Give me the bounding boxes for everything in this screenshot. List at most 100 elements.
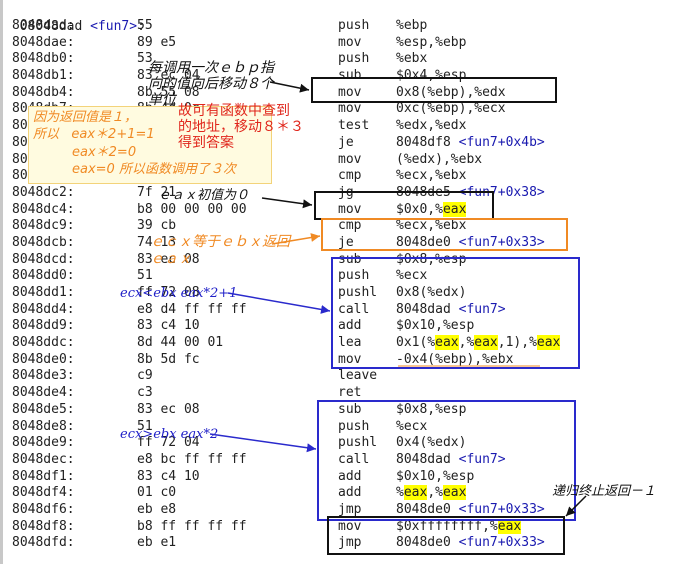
asm-operands: %ecx,%ebx bbox=[396, 218, 466, 235]
asm-address: 8048df4: bbox=[12, 485, 75, 501]
less-branch-box bbox=[331, 257, 580, 369]
asm-address: 8048de4: bbox=[12, 385, 75, 401]
asm-operand-text: $0x0,% bbox=[396, 201, 443, 217]
ebp-arg-box bbox=[311, 77, 557, 103]
asm-mnemonic: sub bbox=[338, 68, 362, 84]
asm-operands: $0x8,%esp bbox=[396, 252, 466, 269]
asm-bytes: 83 ec 04 bbox=[137, 68, 200, 84]
asm-mnemonic: pushl bbox=[338, 435, 378, 451]
asm-operands: %ebx bbox=[396, 51, 427, 68]
asm-address: 8048dfd: bbox=[12, 535, 75, 551]
asm-mnemonic: mov bbox=[338, 201, 362, 217]
asm-operand-text: 8048dad bbox=[396, 451, 451, 467]
asm-operand-text: %ecx bbox=[396, 418, 428, 434]
asm-bytes: eb e8 bbox=[137, 501, 177, 517]
asm-bytes: 83 c4 10 bbox=[137, 318, 200, 334]
asm-address: 8048db4: bbox=[12, 84, 75, 100]
return-note-line3: eax＊2=0 bbox=[72, 145, 137, 160]
asm-operand-text: $0x8,%esp bbox=[396, 251, 467, 267]
asm-operands: 8048dad <fun7> bbox=[396, 302, 506, 319]
asm-mnemonic: leave bbox=[338, 368, 378, 384]
asm-bytes: 55 bbox=[137, 18, 153, 33]
asm-operands: %esp,%ebp bbox=[396, 35, 466, 52]
asm-operand-text: 0x4(%edx) bbox=[396, 435, 467, 451]
asm-mnemonic: push bbox=[338, 51, 370, 67]
asm-operand-text: $0xffffffff,%eax bbox=[396, 518, 522, 534]
ebp-note: 每调用一次ｅｂｐ指 向的值向后移动８个 单位 bbox=[148, 60, 274, 108]
asm-address: 8048de3: bbox=[12, 368, 75, 384]
asm-operand-text: %ecx,%ebx bbox=[396, 168, 467, 184]
asm-operands: 8048de0 <fun7+0x33> bbox=[396, 235, 545, 252]
asm-operand-text: %esp,%ebp bbox=[396, 34, 467, 50]
asm-address: 8048ddc: bbox=[12, 335, 75, 351]
asm-bytes: e8 bc ff ff ff bbox=[137, 451, 247, 467]
function-address: 08048dad bbox=[19, 18, 83, 34]
asm-mnemonic: add bbox=[338, 468, 362, 484]
equal-branch-box bbox=[321, 218, 568, 251]
ecx-eq-ebx-note-2: ｅａｘ bbox=[150, 251, 192, 267]
asm-operand-text: %eax,%eax bbox=[396, 485, 467, 501]
greater-branch-note: ecx>ebx eax*2 bbox=[120, 427, 219, 442]
asm-symbol: <fun7> bbox=[458, 301, 506, 317]
asm-operands: 0x4(%edx) bbox=[396, 435, 466, 452]
asm-bytes: 7f 21 bbox=[137, 184, 177, 200]
asm-bytes: b8 00 00 00 00 bbox=[137, 201, 247, 217]
asm-bytes: ff 72 08 bbox=[137, 285, 200, 300]
asm-operands: %eax,%eax bbox=[396, 485, 467, 502]
asm-bytes: c3 bbox=[137, 385, 153, 401]
asm-mnemonic: pushl bbox=[338, 285, 378, 300]
highlighted-register: eax bbox=[403, 485, 428, 501]
asm-operand-text: %ecx,%ebx bbox=[396, 218, 467, 234]
highlighted-register: eax bbox=[442, 485, 467, 501]
asm-operands: 0xc(%ebp),%ecx bbox=[396, 101, 506, 118]
asm-operand-text: 0x1(%eax,%eax,1),%eax bbox=[396, 335, 561, 351]
asm-mnemonic: cmp bbox=[338, 218, 362, 234]
asm-operands: $0x10,%esp bbox=[396, 469, 474, 486]
asm-operands: 8048dad <fun7> bbox=[396, 452, 506, 469]
asm-mnemonic: call bbox=[338, 301, 370, 317]
asm-address: 8048dd1: bbox=[12, 285, 75, 300]
asm-operand-text: %edx,%edx bbox=[396, 118, 467, 134]
asm-address: 8048dd4: bbox=[12, 301, 75, 317]
asm-mnemonic: push bbox=[338, 268, 370, 284]
asm-operands: 8048de0 <fun7+0x33> bbox=[396, 502, 545, 519]
asm-bytes: c9 bbox=[137, 368, 153, 384]
asm-address: 8048dc4: bbox=[12, 201, 75, 217]
asm-address: 8048df8: bbox=[12, 518, 75, 534]
asm-operand-text: %ecx bbox=[396, 268, 428, 284]
asm-address: 8048db1: bbox=[12, 68, 75, 84]
highlighted-register: eax bbox=[536, 335, 561, 351]
asm-bytes: 74 13 bbox=[137, 234, 177, 250]
asm-address: 8048dcb: bbox=[12, 234, 75, 250]
asm-operands: 8048df8 <fun7+0x4b> bbox=[396, 135, 545, 152]
asm-mnemonic: add bbox=[338, 318, 362, 334]
function-header: 08048dad <fun7>: bbox=[4, 2, 145, 35]
asm-symbol: <fun7+0x33> bbox=[458, 501, 545, 517]
asm-bytes: 89 e5 bbox=[137, 34, 177, 50]
asm-symbol: <fun7+0x33> bbox=[458, 234, 545, 250]
asm-bytes: 39 cb bbox=[137, 218, 177, 234]
asm-bytes: 83 c4 10 bbox=[137, 468, 200, 484]
less-branch-note: ecx<ebx eax*2+1 bbox=[120, 286, 238, 301]
ecx-eq-ebx-note: ｅｃｘ等于ｅｂｘ返回 bbox=[150, 234, 290, 250]
asm-mnemonic: je bbox=[338, 134, 354, 150]
asm-operands: %ecx,%ebx bbox=[396, 168, 466, 185]
asm-operand-text: $0x10,%esp bbox=[396, 318, 475, 334]
asm-operands: (%edx),%ebx bbox=[396, 152, 482, 169]
asm-address: 8048dd0: bbox=[12, 268, 75, 284]
asm-mnemonic: add bbox=[338, 485, 362, 501]
asm-operands: 8048de0 <fun7+0x33> bbox=[396, 535, 545, 552]
